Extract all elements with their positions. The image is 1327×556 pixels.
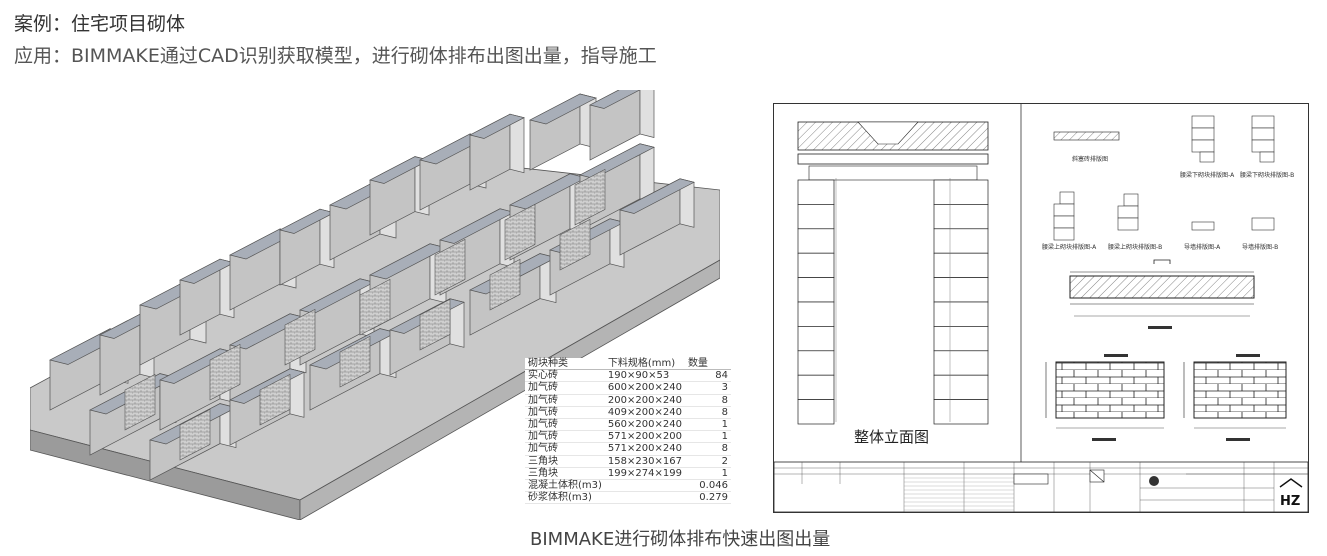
cell-type: 实心砖 (525, 369, 605, 383)
cell-qty: 1 (684, 467, 731, 481)
cell-spec (604, 479, 685, 493)
cell-spec: 200×200×240 (604, 394, 685, 407)
label-beam-upper-b: 腰梁上砌块排版图-B (1108, 244, 1163, 251)
cell-type: 混凝土体积(m3) (525, 479, 605, 493)
cell-type: 加气砖 (525, 418, 605, 432)
page-title: 案例：住宅项目砌体 (14, 13, 186, 35)
cell-spec: 158×230×167 (604, 455, 685, 468)
cell-spec (604, 491, 685, 505)
label-beam-upper-a: 腰梁上砌块排版图-A (1042, 244, 1097, 251)
col-header-qty: 数量 (684, 358, 731, 371)
table-row: 混凝土体积(m3) 0.046 (525, 479, 731, 493)
label-guide-wall-a: 导墙排版图-A (1184, 244, 1221, 251)
table-header-row: 砌块种类 下料规格(mm) 数量 (525, 358, 731, 371)
cell-qty: 8 (684, 442, 731, 456)
elevation-drawing-label: 整体立面图 (854, 428, 930, 446)
drawing-linework: HZ (774, 104, 1308, 512)
label-beam-lower-a: 腰梁下砌块排版图-A (1180, 172, 1235, 179)
cell-qty: 1 (684, 418, 731, 432)
cell-spec: 571×200×240 (604, 442, 685, 456)
cell-type: 砂浆体积(m3) (525, 491, 605, 505)
cell-type: 三角块 (525, 455, 605, 468)
cell-qty: 84 (684, 369, 731, 383)
figure-caption: BIMMAKE进行砌体排布快速出图出量 (530, 529, 831, 550)
label-beam-lower-b: 腰梁下砌块排版图-B (1240, 172, 1295, 179)
hz-logo-icon: HZ (1279, 478, 1303, 509)
cell-spec: 560×200×240 (604, 418, 685, 432)
cell-spec: 571×200×200 (604, 430, 685, 444)
cell-spec: 190×90×53 (604, 369, 685, 383)
cell-spec: 409×200×240 (604, 406, 685, 420)
cell-qty: 3 (684, 381, 731, 395)
cell-type: 三角块 (525, 467, 605, 481)
cell-qty: 8 (684, 406, 731, 420)
cad-drawing-sheet: HZ 整体立面图 斜塞砖排版图 腰梁下砌块排版图-A 腰梁下砌块排版图-B 腰梁… (773, 103, 1309, 513)
cell-qty: 1 (684, 430, 731, 444)
table-row: 砂浆体积(m3) 0.279 (525, 491, 731, 505)
col-header-type: 砌块种类 (525, 358, 605, 371)
cell-qty: 8 (684, 394, 731, 407)
cell-qty: 0.046 (684, 479, 731, 493)
label-guide-wall-b: 导墙排版图-B (1242, 244, 1279, 251)
label-slant-brick: 斜塞砖排版图 (1072, 156, 1109, 163)
cell-type: 加气砖 (525, 430, 605, 444)
cell-spec: 199×274×199 (604, 467, 685, 481)
svg-text:HZ: HZ (1280, 494, 1300, 509)
cell-type: 加气砖 (525, 406, 605, 420)
cell-spec: 600×200×240 (604, 381, 685, 395)
cell-qty: 2 (684, 455, 731, 468)
cell-type: 加气砖 (525, 381, 605, 395)
page-subtitle: 应用：BIMMAKE通过CAD识别获取模型，进行砌体排布出图出量，指导施工 (14, 45, 657, 67)
cell-type: 加气砖 (525, 394, 605, 407)
cell-type: 加气砖 (525, 442, 605, 456)
company-logo-icon (1149, 476, 1159, 486)
isometric-masonry-model (30, 90, 720, 520)
cell-qty: 0.279 (684, 491, 731, 505)
col-header-spec: 下料规格(mm) (604, 358, 685, 371)
